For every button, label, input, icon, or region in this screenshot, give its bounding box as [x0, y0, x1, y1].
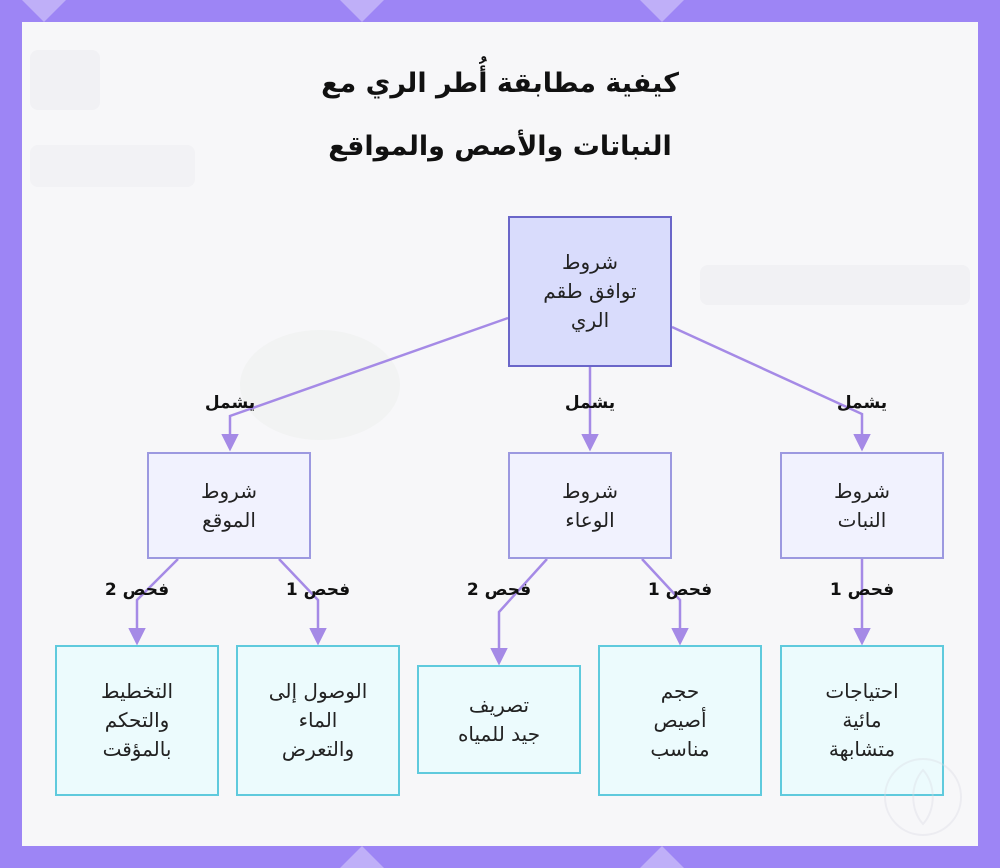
diagram-title-line-1: كيفية مطابقة أُطر الري مع	[321, 68, 679, 99]
edge-label-pot-check-1: فحص 1	[647, 580, 713, 600]
node-irrigation-kit-compatibility: شروط توافق طقم الري	[508, 216, 672, 367]
node-site-conditions: شروط الموقع	[147, 452, 311, 559]
edge-label-includes-plant: يشمل	[836, 393, 888, 413]
edge-pot-drainage	[490, 558, 548, 666]
edge-root-site	[221, 316, 509, 452]
edge-label-plant-check-1: فحص 1	[829, 580, 895, 600]
frame-corner-decoration	[22, 0, 66, 22]
frame-corner-decoration	[640, 0, 684, 22]
node-pot-conditions: شروط الوعاء	[508, 452, 672, 559]
node-good-drainage: تصريف جيد للمياه	[417, 665, 581, 774]
node-water-access-exposure: الوصول إلى الماء والتعرض	[236, 645, 400, 796]
frame-corner-decoration	[340, 0, 384, 22]
edge-label-site-check-2: فحص 2	[104, 580, 170, 600]
edge-root-plant	[671, 325, 871, 452]
edge-label-includes-site: يشمل	[204, 393, 256, 413]
edge-site-planning	[128, 558, 179, 646]
node-suitable-pot-size: حجم أصيص مناسب	[598, 645, 762, 796]
watermark-logo	[884, 758, 962, 836]
edge-site-water-access	[278, 558, 327, 646]
node-plant-conditions: شروط النبات	[780, 452, 944, 559]
edge-label-includes-pot: يشمل	[564, 393, 616, 413]
edge-pot-size	[641, 558, 689, 646]
edge-label-pot-check-2: فحص 2	[466, 580, 532, 600]
diagram-title-line-2: النباتات والأصص والمواقع	[328, 131, 672, 162]
frame-corner-decoration	[640, 846, 684, 868]
edge-label-site-check-1: فحص 1	[285, 580, 351, 600]
background-ghost-shape	[30, 50, 100, 110]
node-planning-timer-control: التخطيط والتحكم بالمؤقت	[55, 645, 219, 796]
background-ghost-shape	[30, 145, 195, 187]
background-ghost-shape	[700, 265, 970, 305]
node-similar-water-needs: احتياجات مائية متشابهة	[780, 645, 944, 796]
frame-corner-decoration	[340, 846, 384, 868]
